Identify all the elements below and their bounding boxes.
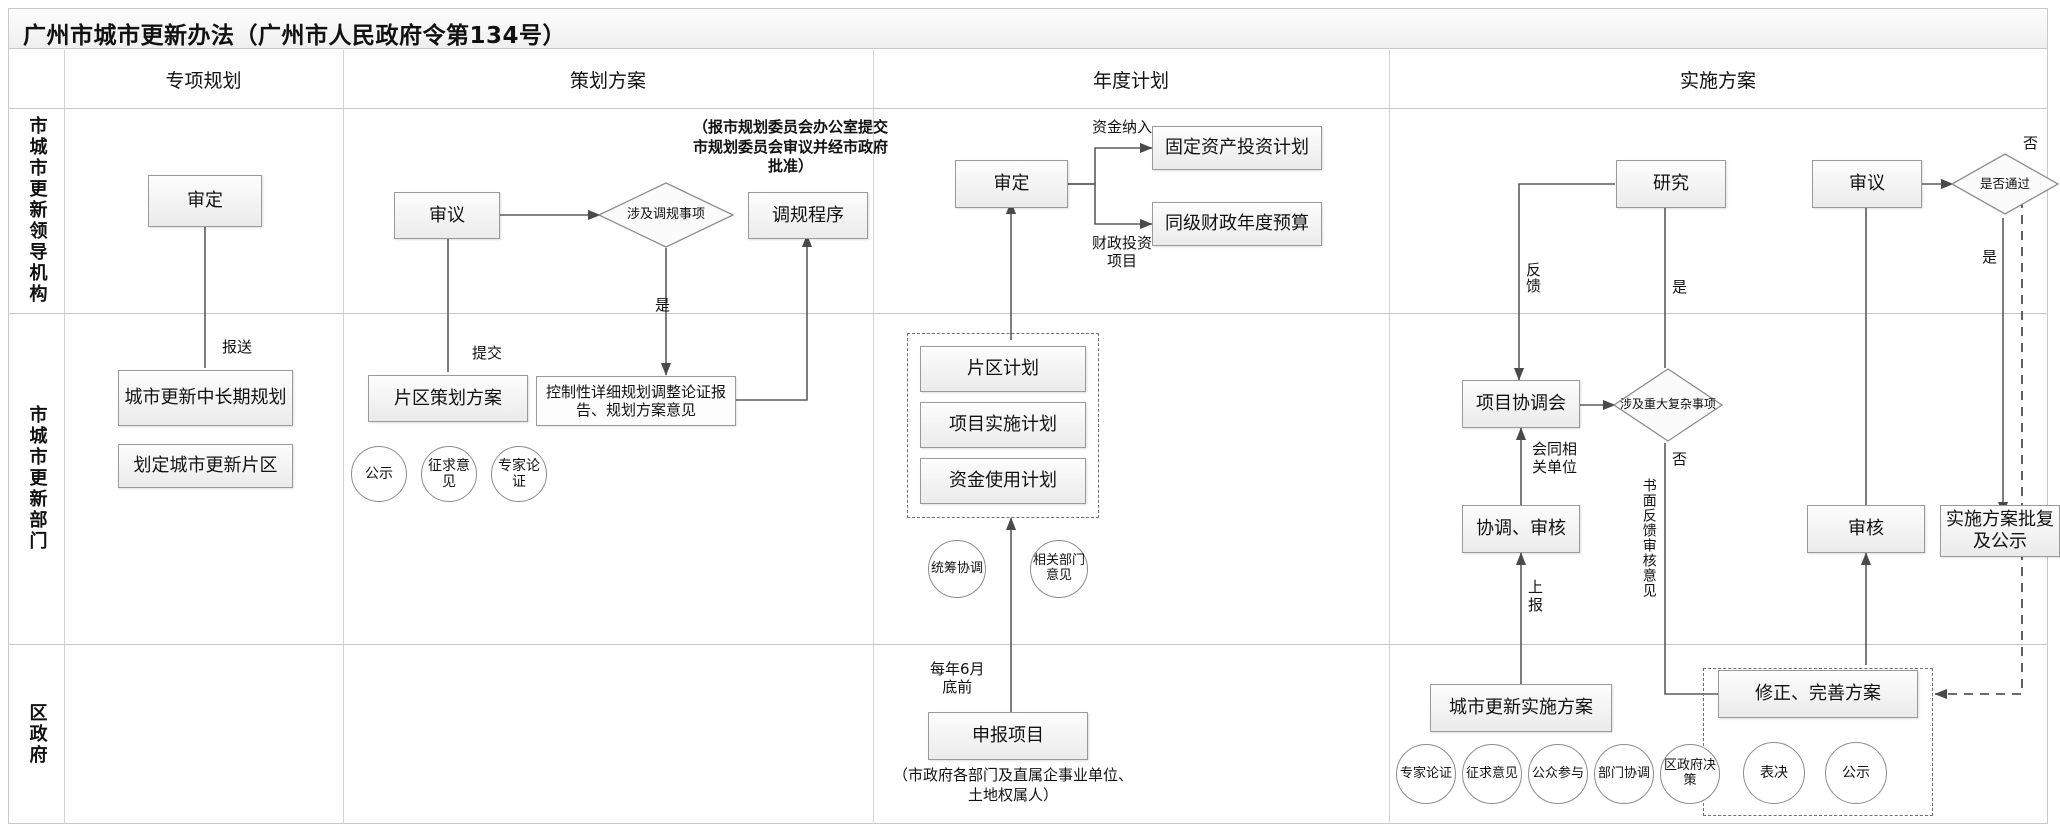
node-kongguihua-report[interactable]: 控制性详细规划调整论证报告、规划方案意见 [536,376,736,426]
node-decision-tiaogui[interactable]: 涉及调规事项 [597,181,735,249]
node-area-planning-scheme[interactable]: 片区策划方案 [368,375,528,422]
node-shenyi-impl[interactable]: 审议 [1812,160,1922,208]
edge-label-fankui: 反馈 [1524,262,1542,294]
node-declare-project[interactable]: 申报项目 [928,712,1088,760]
row-label-renewal-dept: 市城市更新部门 [9,313,64,644]
diagram-frame [8,8,2048,824]
row-label-leading-body: 市城市更新领导机构 [9,108,64,313]
grid-vline-1 [343,50,344,824]
node-revise-improve-scheme[interactable]: 修正、完善方案 [1718,670,1918,718]
edge-label-shi-yanjiu: 是 [1672,278,1688,296]
node-ellipse-zhuanjialunzheng-c4[interactable]: 专家论证 [1396,744,1456,804]
node-review-impl[interactable]: 审核 [1807,505,1925,553]
column-header-special-plan: 专项规划 [165,69,242,92]
edge-label-fou-major: 否 [1672,450,1688,468]
node-ellipse-gongshi-c4[interactable]: 公示 [1825,742,1887,804]
node-same-level-fiscal-budget[interactable]: 同级财政年度预算 [1152,202,1322,246]
node-tiaogui-procedure[interactable]: 调规程序 [748,192,868,239]
node-shenyi-scheme[interactable]: 审议 [394,192,500,239]
node-ellipse-gongshi-c2[interactable]: 公示 [351,446,407,502]
node-urban-renewal-impl-scheme[interactable]: 城市更新实施方案 [1430,684,1612,732]
edge-label-huitongxiangguan: 会同相 关单位 [1532,440,1578,476]
row-label-text: 区政府 [26,702,48,766]
column-header-implementation-scheme: 实施方案 [1679,69,1756,92]
page-title: 广州市城市更新办法（广州市人民政府令第134号） [23,23,567,49]
node-fixed-asset-investment-plan[interactable]: 固定资产投资计划 [1152,126,1322,170]
edge-label-fou-pass: 否 [2023,134,2039,152]
node-ellipse-bumenxietiao[interactable]: 部门协调 [1594,744,1654,804]
node-shending-special[interactable]: 审定 [148,175,262,227]
edge-label-shi-pass: 是 [1982,248,1998,266]
node-ellipse-quzhengfujuece[interactable]: 区政府决策 [1660,744,1720,804]
edge-label-caizhengtouzi: 财政投资 项目 [1092,234,1153,270]
node-shending-annual[interactable]: 审定 [955,160,1068,208]
node-decision-pass[interactable]: 是否通过 [1950,152,2060,216]
column-header-annual-plan: 年度计划 [1092,69,1169,92]
grid-hline-2 [9,644,2047,645]
node-midlong-plan[interactable]: 城市更新中长期规划 [118,370,293,426]
node-ellipse-gongzhongcanyu[interactable]: 公众参与 [1528,744,1588,804]
node-fund-usage-plan[interactable]: 资金使用计划 [920,458,1086,504]
edge-label-shi-tiaogui: 是 [655,296,671,314]
edge-label-meinian6yue: 每年6月 底前 [930,660,985,696]
node-project-coordination-meeting[interactable]: 项目协调会 [1462,380,1580,428]
grid-vline-3 [1389,50,1390,824]
node-yanjiu[interactable]: 研究 [1616,160,1726,208]
grid-vline-2 [873,50,874,824]
edge-label-baosong: 报送 [222,338,253,356]
group-revise-improve [1703,668,1933,816]
diagram-title-bar: 广州市城市更新办法（广州市人民政府令第134号） [9,9,2047,49]
note-planning-committee: （报市规划委员会办公室提交市规划委员会审议并经市政府批准） [693,118,889,175]
row-label-text: 市城市更新领导机构 [26,116,48,305]
column-header-planning-scheme: 策划方案 [569,69,646,92]
grid-hline-1 [9,313,2047,314]
node-ellipse-zhengqiuyijian-c2[interactable]: 征求意见 [421,446,477,502]
grid-vline-rowlabel [64,50,65,824]
grid-hline-header [9,108,2047,109]
node-coordinate-review[interactable]: 协调、审核 [1462,505,1580,553]
edge-label-tijiao: 提交 [472,344,503,362]
edge-label-shumianfankui: 书面反馈审核意见 [1640,478,1657,598]
edge-label-zijinnaru: 资金纳入 [1092,118,1153,136]
node-decision-pass-label: 是否通过 [1979,175,2030,191]
node-designate-renewal-area[interactable]: 划定城市更新片区 [118,444,293,488]
node-project-implementation-plan[interactable]: 项目实施计划 [920,402,1086,448]
row-label-text: 市城市更新部门 [26,405,48,552]
node-ellipse-zhuanjialunzheng-c2[interactable]: 专家论证 [491,446,547,502]
node-ellipse-biaojue[interactable]: 表决 [1743,742,1805,804]
edge-label-shangbao: 上 报 [1528,578,1544,614]
node-decision-major-complex[interactable]: 涉及重大复杂事项 [1612,367,1724,443]
node-area-plan[interactable]: 片区计划 [920,346,1086,392]
group-annual-plans [907,333,1099,518]
node-decision-major-complex-label: 涉及重大复杂事项 [1619,397,1716,412]
node-ellipse-tongchouxietiao[interactable]: 统筹协调 [928,540,986,598]
node-decision-tiaogui-label: 涉及调规事项 [626,206,705,222]
node-impl-scheme-approval-publicity[interactable]: 实施方案批复及公示 [1940,505,2060,557]
node-ellipse-xiangguanbumen[interactable]: 相关部门意见 [1030,540,1088,598]
node-ellipse-zhengqiuyijian-c4[interactable]: 征求意见 [1462,744,1522,804]
row-label-district-gov: 区政府 [9,644,64,824]
note-declare-subjects: （市政府各部门及直属企事业单位、土地权属人） [892,766,1133,804]
